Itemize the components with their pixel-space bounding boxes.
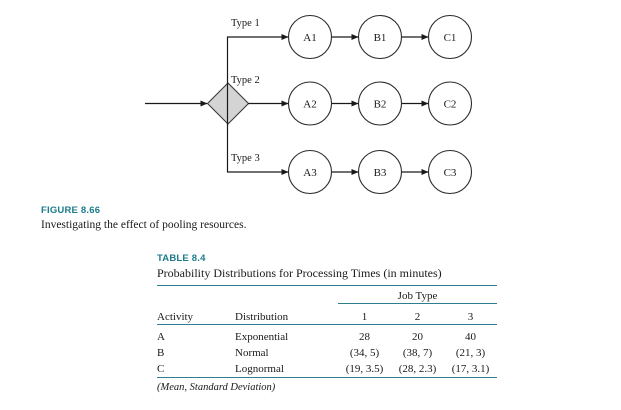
table-header-row: Activity Distribution 1 2 3: [157, 304, 497, 323]
cell-job-2: (38, 7): [402, 347, 433, 359]
table-header-rule: [157, 323, 498, 325]
cell-activity: A: [157, 331, 165, 343]
cell-distribution: Normal: [235, 347, 269, 359]
node-b2-label: B2: [374, 99, 387, 111]
column-header-activity: Activity: [157, 311, 194, 323]
node-c2-label: C2: [444, 99, 457, 111]
table-footnote: (Mean, Standard Deviation): [157, 382, 276, 393]
column-header-job-3: 3: [467, 311, 474, 323]
table-number: TABLE 8.4: [157, 253, 206, 264]
node-a1-label: A1: [303, 32, 316, 44]
node-c1-label: C1: [444, 32, 457, 44]
column-header-job-1: 1: [361, 311, 368, 323]
column-header-job-2: 2: [414, 311, 421, 323]
node-c2: [427, 81, 473, 126]
table-rule-top: [157, 285, 497, 286]
node-b2: [357, 81, 403, 126]
node-c3: [427, 149, 473, 195]
rule-cell: [235, 323, 338, 325]
node-a2: [287, 81, 333, 126]
rule-cell: [157, 323, 235, 325]
cell-distribution: Lognormal: [235, 363, 284, 375]
rule-cell: [444, 323, 498, 325]
table-8-4: TABLE 8.4 Probability Distributions for …: [157, 252, 498, 393]
span-header-job-type: Job Type: [338, 286, 498, 304]
table-rule-bottom: [157, 377, 497, 378]
node-b1-label: B1: [374, 32, 387, 44]
node-b3-label: B3: [374, 167, 387, 179]
spacer-cell: [157, 286, 235, 304]
table-row: B Normal (34, 5) (38, 7) (21, 3): [157, 343, 497, 359]
table-span-header-row: Job Type: [157, 286, 498, 304]
cell-job-3: 40: [465, 331, 476, 343]
node-a2-label: A2: [303, 99, 316, 111]
pooling-flow-diagram: Type 1 Type 2 Type 3 A1 B1 C1 A2 B2 C2 A…: [0, 0, 621, 200]
cell-job-1: (19, 3.5): [345, 363, 384, 375]
rule-cell: [338, 323, 391, 325]
column-header-distribution: Distribution: [235, 311, 289, 323]
figure-caption: FIGURE 8.66 Investigating the effect of …: [41, 204, 441, 233]
rule-cell: [391, 323, 444, 325]
branch-label-type-1: Type 1: [231, 18, 260, 29]
node-a3: [287, 149, 333, 195]
branch-label-type-3: Type 3: [231, 153, 260, 164]
cell-activity: B: [157, 347, 165, 359]
branch-label-type-2: Type 2: [231, 75, 260, 86]
table-row: C Lognormal (19, 3.5) (28, 2.3) (17, 3.1…: [157, 359, 497, 375]
table-title: Probability Distributions for Processing…: [157, 266, 442, 280]
node-c1: [427, 14, 473, 60]
processing-times-table: Job Type Activity Distribution 1 2 3 A E…: [157, 286, 498, 375]
figure-caption-text: Investigating the effect of pooling reso…: [41, 219, 247, 231]
cell-job-3: (17, 3.1): [451, 363, 490, 375]
table-row: A Exponential 28 20 40: [157, 325, 497, 343]
figure-number: FIGURE 8.66: [41, 205, 101, 216]
node-b3: [357, 149, 403, 195]
cell-job-2: (28, 2.3): [398, 363, 437, 375]
spacer-cell: [235, 286, 338, 304]
node-a3-label: A3: [303, 167, 317, 179]
node-b1: [357, 14, 403, 60]
cell-job-1: 28: [359, 331, 370, 343]
cell-job-1: (34, 5): [349, 347, 380, 359]
node-a1: [287, 14, 333, 60]
cell-distribution: Exponential: [235, 331, 289, 343]
node-c3-label: C3: [444, 167, 457, 179]
cell-job-2: 20: [412, 331, 423, 343]
cell-job-3: (21, 3): [455, 347, 486, 359]
cell-activity: C: [157, 363, 165, 375]
